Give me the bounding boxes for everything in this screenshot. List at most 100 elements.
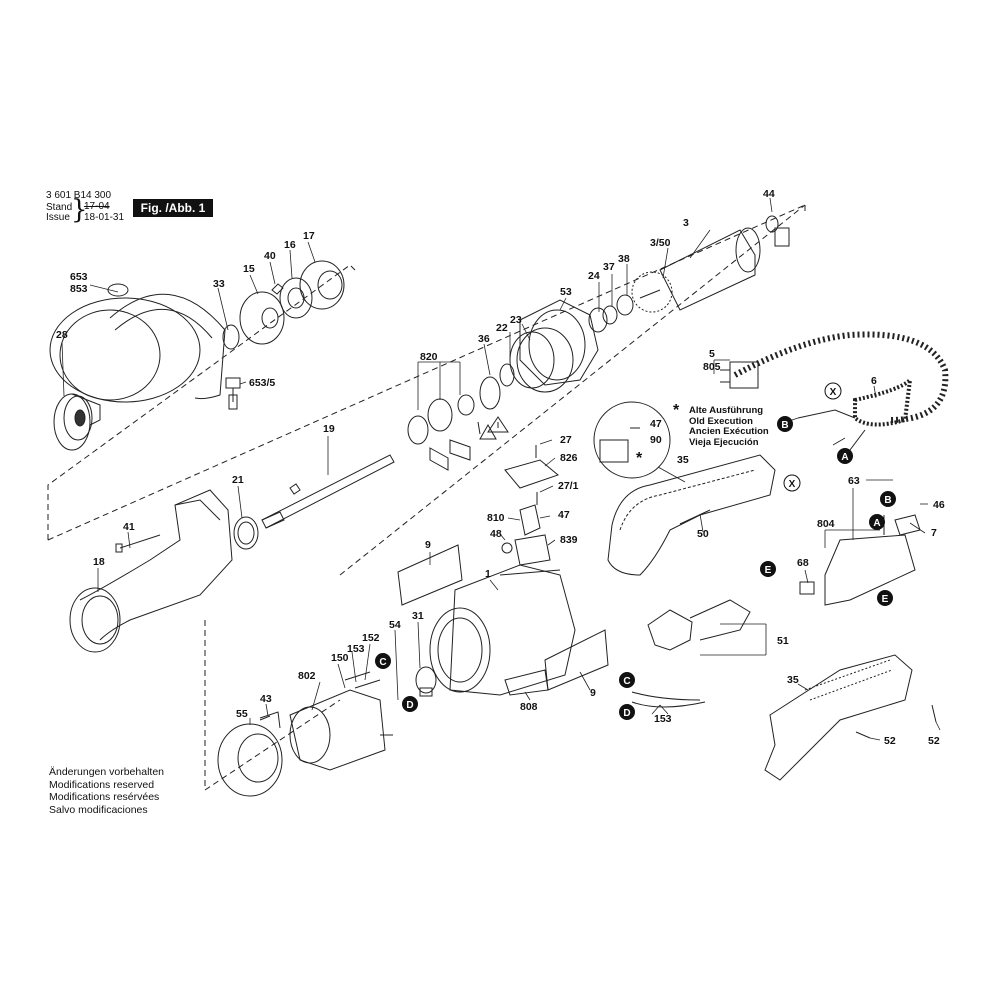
- legend-line-en: Old Execution: [689, 415, 753, 427]
- label-3-50: 3/50: [650, 237, 671, 249]
- label-27-1: 27/1: [558, 480, 579, 492]
- label-808: 808: [520, 701, 538, 713]
- label-24: 24: [588, 270, 600, 282]
- label-28: 28: [56, 329, 68, 341]
- marker-c-field: C: [375, 653, 391, 669]
- label-36: 36: [478, 333, 490, 345]
- label-48: 48: [490, 528, 502, 540]
- marker-a-cord: A: [837, 448, 853, 464]
- svg-text:C: C: [379, 657, 386, 668]
- switch-51: [647, 599, 751, 651]
- issue-value: 18-01-31: [84, 212, 125, 223]
- label-653-5: 653/5: [249, 377, 275, 389]
- label-51: 51: [777, 635, 789, 647]
- stand-value: 17-04: [84, 201, 110, 212]
- field-stator: [289, 671, 393, 771]
- label-31: 31: [412, 610, 424, 622]
- label-90: 90: [650, 434, 662, 446]
- bearing-set: [407, 376, 501, 471]
- brace-symbol: }: [71, 195, 88, 225]
- nameplate-bottom: [544, 629, 609, 691]
- label-44: 44: [763, 188, 775, 200]
- marker-d-field: D: [402, 696, 418, 712]
- warning-triangle-icon: [487, 416, 509, 433]
- label-18: 18: [93, 556, 105, 568]
- label-5: 5: [709, 348, 715, 360]
- label-9-bottom: 9: [590, 687, 596, 699]
- marker-c-wires: C: [619, 672, 635, 688]
- marker-e-switch: E: [877, 590, 893, 606]
- assembly-axis-lines: [47, 204, 806, 791]
- part-number: 3 601 B14 300: [46, 190, 112, 201]
- marker-d-wires: D: [619, 704, 635, 720]
- label-37: 37: [603, 261, 615, 273]
- svg-text:X: X: [789, 479, 796, 490]
- markers: B A X X B A E E C D C D: [375, 382, 896, 720]
- svg-text:C: C: [623, 676, 630, 687]
- label-802: 802: [298, 670, 316, 682]
- label-153-field: 153: [347, 643, 365, 655]
- modification-notes: Änderungen vorbehalten Modifications res…: [49, 766, 164, 816]
- note-de: Änderungen vorbehalten: [49, 766, 165, 778]
- label-53: 53: [560, 286, 572, 298]
- label-40: 40: [264, 250, 276, 262]
- label-63: 63: [848, 475, 860, 487]
- marker-b-cord: B: [777, 416, 793, 432]
- svg-text:A: A: [873, 518, 880, 529]
- label-47: 47: [558, 509, 570, 521]
- svg-text:B: B: [781, 420, 788, 431]
- handle-upper: [607, 454, 776, 576]
- legend-old-execution: Alte Ausführung Old Execution Ancien Exé…: [689, 405, 769, 448]
- label-820: 820: [420, 351, 438, 363]
- handle-lower: [764, 654, 913, 781]
- gear-housing: [499, 299, 599, 393]
- motor-housing: [429, 564, 576, 696]
- label-653: 653: [70, 271, 88, 283]
- label-33: 33: [213, 278, 225, 290]
- label-7: 7: [931, 527, 937, 539]
- note-en: Modifications reserved: [49, 778, 155, 791]
- svg-text:E: E: [882, 594, 889, 605]
- spindle-shaft: [233, 454, 395, 550]
- legend-line-es: Vieja Ejecución: [689, 436, 759, 448]
- brush-holder-parts: [501, 445, 560, 566]
- label-853: 853: [70, 283, 88, 295]
- legend-line-fr: Ancien Exécution: [689, 426, 769, 437]
- legend-line-de: Alte Ausführung: [689, 405, 764, 416]
- stand-label: Stand: [46, 202, 73, 213]
- wheel-guard: [49, 283, 226, 403]
- label-55: 55: [236, 708, 248, 720]
- nameplate-top: [397, 544, 463, 606]
- label-46: 46: [933, 499, 945, 511]
- spindle-housing: [69, 489, 233, 653]
- label-35-upper: 35: [677, 454, 689, 466]
- label-16: 16: [284, 239, 296, 251]
- label-35-lower: 35: [787, 674, 799, 686]
- note-fr: Modifications resérvées: [49, 791, 160, 803]
- label-1: 1: [485, 568, 491, 580]
- screw-52-b: [931, 704, 937, 723]
- svg-text:X: X: [830, 387, 837, 398]
- issue-label: Issue: [46, 212, 70, 223]
- label-150: 150: [331, 652, 349, 664]
- screw-52-a: [855, 731, 871, 739]
- svg-text:D: D: [406, 700, 413, 711]
- screw-41: [115, 534, 161, 553]
- label-27: 27: [560, 434, 572, 446]
- label-810: 810: [487, 512, 505, 524]
- marker-x-handle: X: [783, 474, 801, 492]
- leader-lines: [61, 197, 941, 741]
- marker-x-cord: X: [824, 382, 842, 400]
- wires-153: [631, 691, 706, 708]
- label-17: 17: [303, 230, 315, 242]
- label-9-top: 9: [425, 539, 431, 551]
- label-43: 43: [260, 693, 272, 705]
- marker-a-switch: A: [869, 514, 885, 530]
- label-153-wires: 153: [654, 713, 672, 725]
- old-execution-inset: [593, 401, 671, 479]
- svg-text:D: D: [623, 708, 630, 719]
- clamp-screw: [225, 377, 241, 410]
- svg-text:B: B: [884, 495, 891, 506]
